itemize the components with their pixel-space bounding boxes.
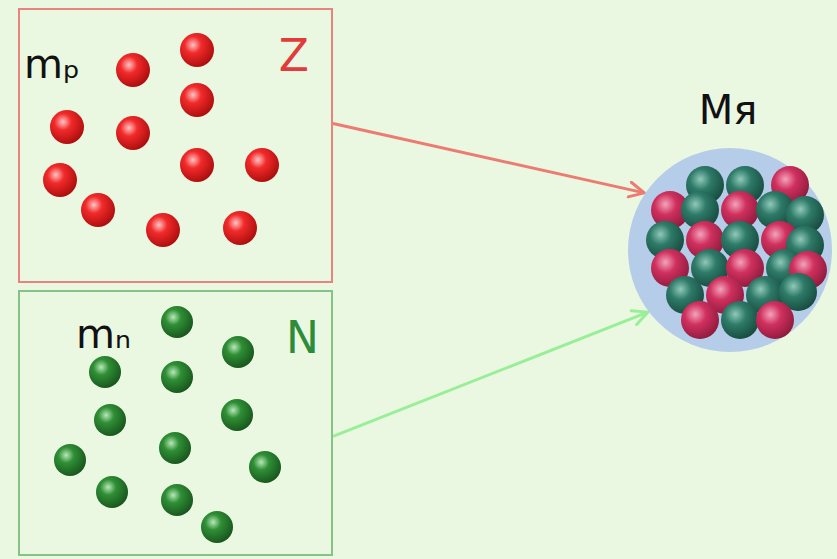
proton-mass-label: mₚ [24, 42, 80, 86]
nucleus-outline [628, 148, 832, 352]
neutron-count-label: N [286, 314, 319, 362]
nucleus-mass-label: Mя [699, 88, 758, 132]
nucleus: Mя [622, 80, 834, 355]
proton-count-label: Z [279, 32, 309, 80]
arrow-connector [333, 124, 644, 193]
nucleon-cluster [646, 166, 827, 339]
neutron-balls [54, 306, 281, 543]
arrow-connector [333, 312, 648, 436]
neutron-mass-label: mₙ [76, 312, 131, 356]
proton-box: mₚ Z [18, 8, 333, 283]
neutron-box: mₙ N [18, 290, 333, 556]
